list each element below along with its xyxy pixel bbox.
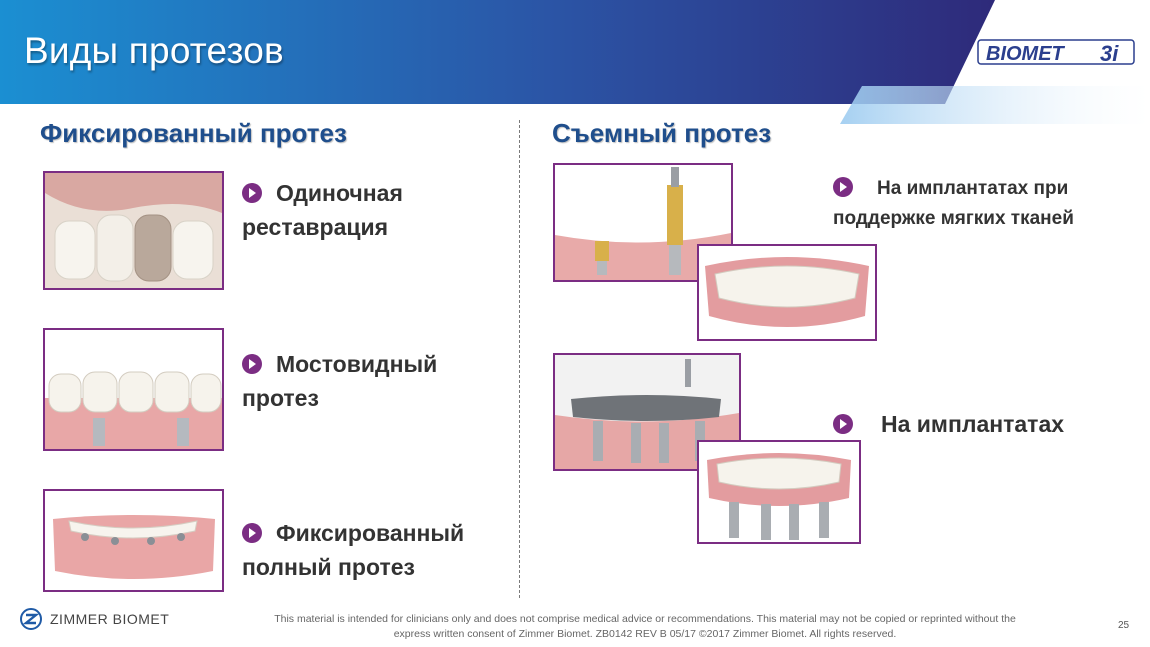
removable-prosthesis-heading: Съемный протез: [552, 118, 772, 148]
bullet-bridge-prosthesis: Мостовидный протез: [242, 347, 472, 415]
biomet-3i-logo: BIOMET 3i: [976, 36, 1136, 68]
header-banner: [0, 0, 1150, 124]
fixed-prosthesis-heading: Фиксированный протез: [40, 118, 347, 148]
implant-overdenture-image: [697, 440, 861, 544]
footer-brand: ZIMMER BIOMET: [50, 611, 170, 627]
disclaimer-line-2: express written consent of Zimmer Biomet…: [393, 628, 897, 640]
overdenture-soft-tissue-image: [697, 244, 877, 341]
page-number: 25: [1118, 620, 1130, 631]
disclaimer-line-1: This material is intended for clinicians…: [274, 613, 1016, 625]
page-title: Виды протезов: [24, 30, 284, 71]
locator-attachment-image: [553, 163, 733, 282]
bullet-label: На имплантатах при поддержке мягких ткан…: [833, 178, 1074, 229]
arrow-bullet-icon: [833, 176, 853, 197]
arrow-bullet-icon: [242, 182, 262, 203]
svg-text:BIOMET: BIOMET: [986, 43, 1066, 65]
arrow-bullet-icon: [833, 413, 853, 434]
svg-text:3i: 3i: [1100, 41, 1119, 66]
bullet-implant-supported: На имплантатах: [833, 407, 1113, 441]
column-divider: [519, 120, 520, 598]
full-fixed-prosthesis-image: [43, 489, 224, 592]
bullet-label: Фиксированный полный протез: [242, 520, 465, 580]
bullet-single-restoration: Одиночная реставрация: [242, 176, 492, 244]
bullet-label: Одиночная реставрация: [242, 180, 403, 240]
arrow-bullet-icon: [242, 353, 262, 374]
bullet-label: На имплантатах: [881, 411, 1065, 437]
zimmer-biomet-logo: ZIMMER BIOMET: [20, 607, 169, 631]
zimmer-biomet-logo-icon: [20, 608, 42, 630]
bullet-soft-tissue-supported: На имплантатах при поддержке мягких ткан…: [833, 174, 1133, 234]
bridge-prosthesis-image: [43, 328, 224, 451]
bullet-full-fixed-prosthesis: Фиксированный полный протез: [242, 516, 502, 584]
arrow-bullet-icon: [242, 522, 262, 543]
bullet-label: Мостовидный протез: [242, 351, 438, 411]
footer-disclaimer: This material is intended for clinicians…: [230, 612, 1060, 642]
single-restoration-image: [43, 171, 224, 290]
